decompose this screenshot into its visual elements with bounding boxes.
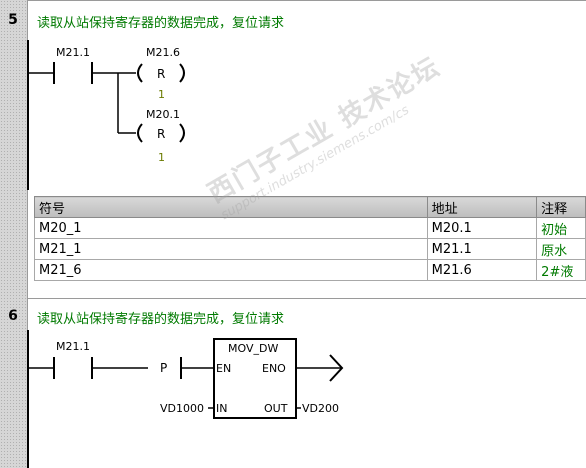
positive-edge[interactable]: P [160, 361, 167, 375]
network-separator [28, 298, 586, 299]
row-comment: 初始 [536, 217, 586, 239]
box-in: IN [216, 402, 227, 415]
network-title[interactable]: 读取从站保持寄存器的数据完成，复位请求 [37, 16, 285, 31]
row-comment: 2#液 [536, 259, 586, 281]
row-address: M21.6 [426, 259, 538, 281]
output-arrow [329, 354, 344, 382]
header-symbol: 符号 [34, 196, 428, 218]
network-title[interactable]: 读取从站保持寄存器的数据完成，复位请求 [37, 312, 285, 327]
coil-count: 1 [158, 151, 165, 164]
header-address: 地址 [426, 196, 538, 218]
row-symbol: M21_1 [34, 238, 428, 260]
coil-op: R [157, 67, 165, 81]
table-row[interactable]: M20_1 M20.1 初始 [34, 217, 586, 239]
coil-address: M21.6 [146, 46, 180, 59]
box-eno: ENO [262, 362, 286, 375]
header-comment: 注释 [536, 196, 586, 218]
out-operand[interactable]: VD200 [302, 402, 339, 415]
table-row[interactable]: M21_1 M21.1 原水 [34, 238, 586, 260]
box-out: OUT [264, 402, 288, 415]
network-gutter [0, 0, 28, 468]
network-separator [28, 0, 586, 1]
coil-address: M20.1 [146, 108, 180, 121]
network-number[interactable]: 5 [8, 12, 18, 28]
in-operand[interactable]: VD1000 [160, 402, 204, 415]
contact-m21-1[interactable] [53, 62, 93, 84]
contact-address: M21.1 [56, 46, 90, 59]
coil-op: R [157, 127, 165, 141]
coil-count: 1 [158, 88, 165, 101]
box-name: MOV_DW [228, 342, 278, 355]
coil-reset-m20-1[interactable] [137, 123, 185, 143]
row-symbol: M20_1 [34, 217, 428, 239]
row-address: M20.1 [426, 217, 538, 239]
coil-reset-m21-6[interactable] [137, 63, 185, 83]
network-number[interactable]: 6 [8, 308, 18, 324]
box-en: EN [216, 362, 231, 375]
row-symbol: M21_6 [34, 259, 428, 281]
contact-m21-1[interactable] [53, 357, 93, 379]
row-address: M21.1 [426, 238, 538, 260]
mov-dw-box[interactable] [213, 338, 297, 419]
row-comment: 原水 [536, 238, 586, 260]
table-row[interactable]: M21_6 M21.6 2#液 [34, 259, 586, 281]
contact-address: M21.1 [56, 340, 90, 353]
symbol-table: 符号 地址 注释 M20_1 M20.1 初始 M21_1 M21.1 原水 M… [34, 196, 586, 281]
